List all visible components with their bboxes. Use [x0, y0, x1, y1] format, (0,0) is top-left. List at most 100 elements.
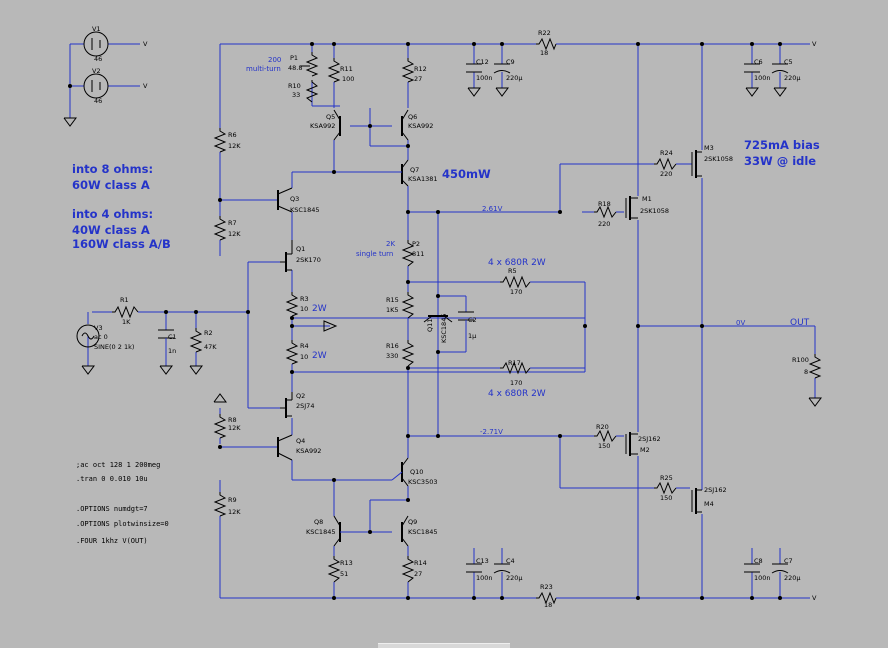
m3-name: M3: [704, 144, 714, 152]
v2-value: 46: [94, 97, 102, 105]
c8-name: C8: [754, 557, 763, 565]
p1-value: 48.8: [288, 64, 302, 72]
note-bias: 725mA bias: [744, 138, 820, 152]
r4-name: R4: [300, 342, 309, 350]
c5-value: 220µ: [784, 74, 801, 82]
vminus-net: V: [812, 594, 817, 602]
q5-model: KSA992: [310, 122, 335, 130]
p1-name: P1: [290, 54, 298, 62]
v2-name: V2: [92, 67, 101, 75]
q3-model: KSC1845: [290, 206, 319, 214]
r18-value: 220: [598, 220, 610, 228]
v1-net: V: [143, 40, 148, 48]
m1-name: M1: [642, 195, 652, 203]
r12-name: R12: [414, 65, 427, 73]
m4-model: 2SJ162: [704, 486, 727, 494]
note-8ohm-title: into 8 ohms:: [72, 162, 153, 176]
r3-name: R3: [300, 295, 309, 303]
v1-value: 46: [94, 55, 102, 63]
r17-name: R17: [508, 359, 521, 367]
c6-name: C6: [754, 58, 763, 66]
m4-name: M4: [704, 500, 714, 508]
c2-value: 1µ: [468, 332, 476, 340]
c8-value: 100n: [754, 574, 771, 582]
q1-model: 2SK170: [296, 256, 321, 264]
r24-name: R24: [660, 149, 673, 157]
r11-value: 100: [342, 75, 354, 83]
c12-value: 100n: [476, 74, 493, 82]
r100-value: 8: [804, 368, 808, 376]
r10-name: R10: [288, 82, 301, 90]
note-idle: 33W @ idle: [744, 154, 816, 168]
r20-value: 150: [598, 442, 610, 450]
directive-ac: ;ac oct 128 1 200meg: [76, 461, 160, 469]
r100-name: R100: [792, 356, 809, 364]
fet-symbols: [280, 150, 702, 514]
note-r5-array: 4 x 680R 2W: [488, 258, 546, 268]
r24-value: 220: [660, 170, 672, 178]
q10-model: KSC3503: [408, 478, 437, 486]
c4-name: C4: [506, 557, 515, 565]
p2-note-2: single turn: [356, 250, 393, 258]
r1-value: 1K: [122, 318, 131, 326]
r14-value: 27: [414, 570, 422, 578]
output-probe-arrow: [323, 320, 338, 332]
r1-name: R1: [120, 296, 129, 304]
r16-value: 330: [386, 352, 398, 360]
q5-name: Q5: [326, 113, 335, 121]
directive-tran: .tran 0 0.010 10u: [76, 475, 148, 483]
p1-note-2: multi-turn: [246, 65, 281, 73]
r6-name: R6: [228, 131, 237, 139]
m1-model: 2SK1058: [640, 207, 669, 215]
c9-name: C9: [506, 58, 515, 66]
scroll-tab[interactable]: [378, 643, 510, 648]
q11-model: KSC1845: [440, 314, 448, 343]
capacitor-symbols: [158, 63, 789, 574]
v3-ac: ac 0: [94, 333, 108, 341]
c4-value: 220µ: [506, 574, 523, 582]
q4-name: Q4: [296, 437, 305, 445]
r22-value: 18: [540, 49, 548, 57]
c13-name: C13: [476, 557, 489, 565]
r15-value: 1K5: [386, 306, 399, 314]
r25-value: 150: [660, 494, 672, 502]
r25-name: R25: [660, 474, 673, 482]
r17-value: 170: [510, 379, 522, 387]
vplus-net: V: [812, 40, 817, 48]
r10-value: 33: [292, 91, 300, 99]
r13-name: R13: [340, 559, 353, 567]
q8-model: KSC1845: [306, 528, 335, 536]
note-4ohm-1: 40W class A: [72, 223, 150, 237]
r4-value: 10: [300, 353, 308, 361]
r13-value: 51: [340, 570, 348, 578]
r6-value: 12K: [228, 142, 241, 150]
note-r17-array: 4 x 680R 2W: [488, 389, 546, 399]
q4-model: KSA992: [296, 447, 321, 455]
c9-value: 220µ: [506, 74, 523, 82]
r7-name: R7: [228, 219, 237, 227]
c1-value: 1n: [168, 347, 176, 355]
directive-numdgt: .OPTIONS numdgt=7: [76, 505, 148, 513]
m2-model: 2SJ162: [638, 435, 661, 443]
r15-name: R15: [386, 296, 399, 304]
r16-name: R16: [386, 342, 399, 350]
r7-value: 12K: [228, 230, 241, 238]
note-450mw: 450mW: [442, 167, 491, 181]
q9-model: KSC1845: [408, 528, 437, 536]
r2-name: R2: [204, 329, 213, 337]
p1-note-1: 200: [268, 56, 281, 64]
resistor-symbols: [112, 37, 822, 605]
note-8ohm-1: 60W class A: [72, 178, 150, 192]
r5-value: 170: [510, 288, 522, 296]
r18-name: R18: [598, 200, 611, 208]
v3-sine: SINE(0 2 1k): [94, 343, 134, 351]
q1-name: Q1: [296, 245, 305, 253]
q10-name: Q10: [410, 468, 423, 476]
c7-value: 220µ: [784, 574, 801, 582]
r22-name: R22: [538, 29, 551, 37]
r9-value: 12K: [228, 508, 241, 516]
spice-directives: ;ac oct 128 1 200meg .tran 0 0.010 10u .…: [76, 461, 169, 545]
v1-name: V1: [92, 25, 101, 33]
